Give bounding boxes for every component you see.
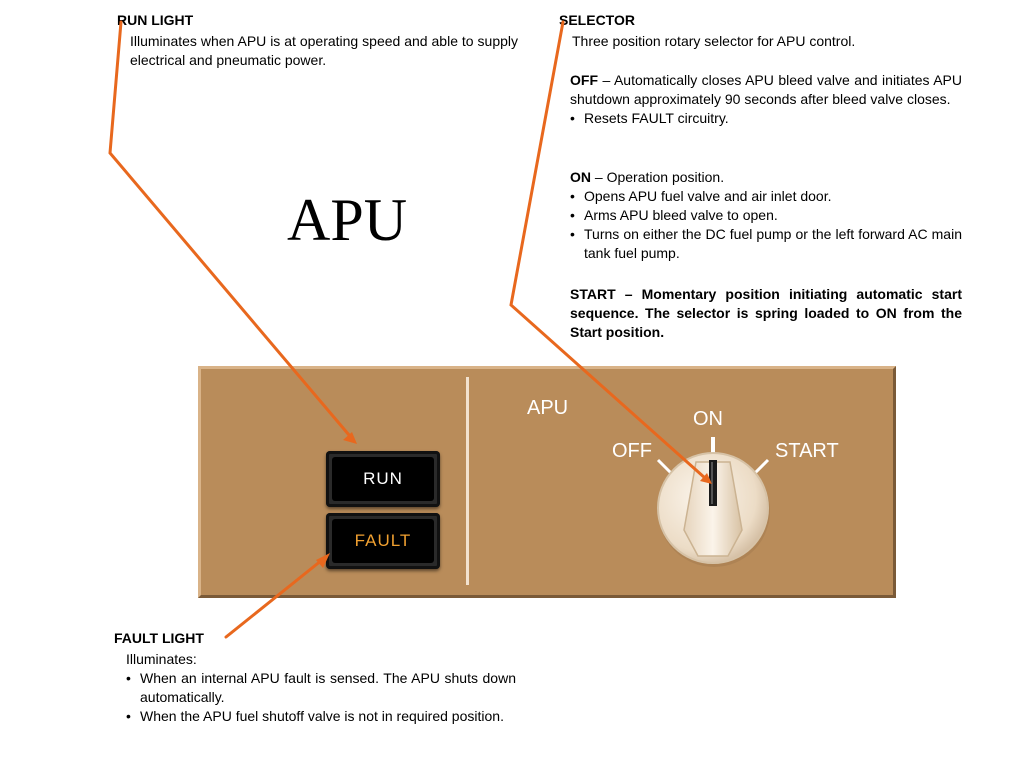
- page-title: APU: [287, 187, 408, 253]
- selector-start-text: – Momentary position initiating automati…: [570, 286, 962, 340]
- selector-off-bullet: Resets FAULT circuitry.: [584, 110, 729, 126]
- selector-on-bullet: Opens APU fuel valve and air inlet door.: [584, 188, 832, 204]
- fault-light-intro: Illuminates:: [126, 651, 197, 667]
- bullet-icon: •: [126, 670, 131, 686]
- panel-apu-label: APU: [527, 397, 569, 419]
- fault-light-button[interactable]: FAULT: [326, 513, 440, 569]
- run-light-arrowhead-icon: [343, 432, 357, 444]
- fault-light-bullet: When an internal APU fault is sensed. Th…: [140, 670, 516, 705]
- selector-on-bullet: Arms APU bleed valve to open.: [584, 207, 778, 223]
- run-light-leader-line: [108, 20, 351, 437]
- fault-light-label: FAULT: [332, 519, 434, 563]
- run-light-label: RUN: [332, 457, 434, 501]
- selector-leader-line: [509, 20, 707, 480]
- fault-light-heading: FAULT LIGHT: [114, 630, 204, 646]
- selector-start-position-label: START: [775, 440, 839, 462]
- bullet-icon: •: [126, 708, 131, 724]
- selector-arrowhead-icon: [700, 473, 712, 484]
- bullet-icon: •: [570, 110, 575, 126]
- off-tick-mark: [656, 458, 674, 476]
- selector-on-position-label: ON: [693, 408, 723, 430]
- run-light-button[interactable]: RUN: [326, 451, 440, 507]
- run-light-description: Illuminates when APU is at operating spe…: [130, 33, 518, 68]
- selector-on-bullet: Turns on either the DC fuel pump or the …: [584, 226, 962, 261]
- selector-on-section: ON – Operation position. • Opens APU fuel…: [570, 168, 962, 263]
- fault-light-bullet: When the APU fuel shutoff valve is not i…: [140, 708, 504, 724]
- selector-start-label: START: [570, 286, 616, 302]
- panel-divider: [466, 377, 469, 585]
- bullet-icon: •: [570, 207, 575, 223]
- selector-on-text: – Operation position.: [591, 169, 725, 185]
- selector-off-section: OFF – Automatically closes APU bleed val…: [570, 71, 962, 128]
- bullet-icon: •: [570, 188, 575, 204]
- fault-light-leader-line: [224, 558, 324, 639]
- selector-off-text: – Automatically closes APU bleed valve a…: [570, 72, 962, 107]
- start-tick-mark: [752, 458, 770, 476]
- apu-control-panel: [198, 366, 896, 598]
- selector-on-label: ON: [570, 169, 591, 185]
- fault-light-description: Illuminates: • When an internal APU fault…: [126, 650, 516, 726]
- run-light-heading: RUN LIGHT: [117, 12, 194, 28]
- selector-off-label: OFF: [570, 72, 598, 88]
- selector-heading: SELECTOR: [559, 12, 635, 28]
- bullet-icon: •: [570, 226, 575, 242]
- selector-start-section: START – Momentary position initiating au…: [570, 285, 962, 342]
- selector-off-position-label: OFF: [612, 440, 652, 462]
- selector-intro: Three position rotary selector for APU c…: [572, 33, 856, 49]
- fault-light-arrowhead-icon: [316, 553, 330, 568]
- apu-rotary-selector-knob[interactable]: [657, 452, 770, 567]
